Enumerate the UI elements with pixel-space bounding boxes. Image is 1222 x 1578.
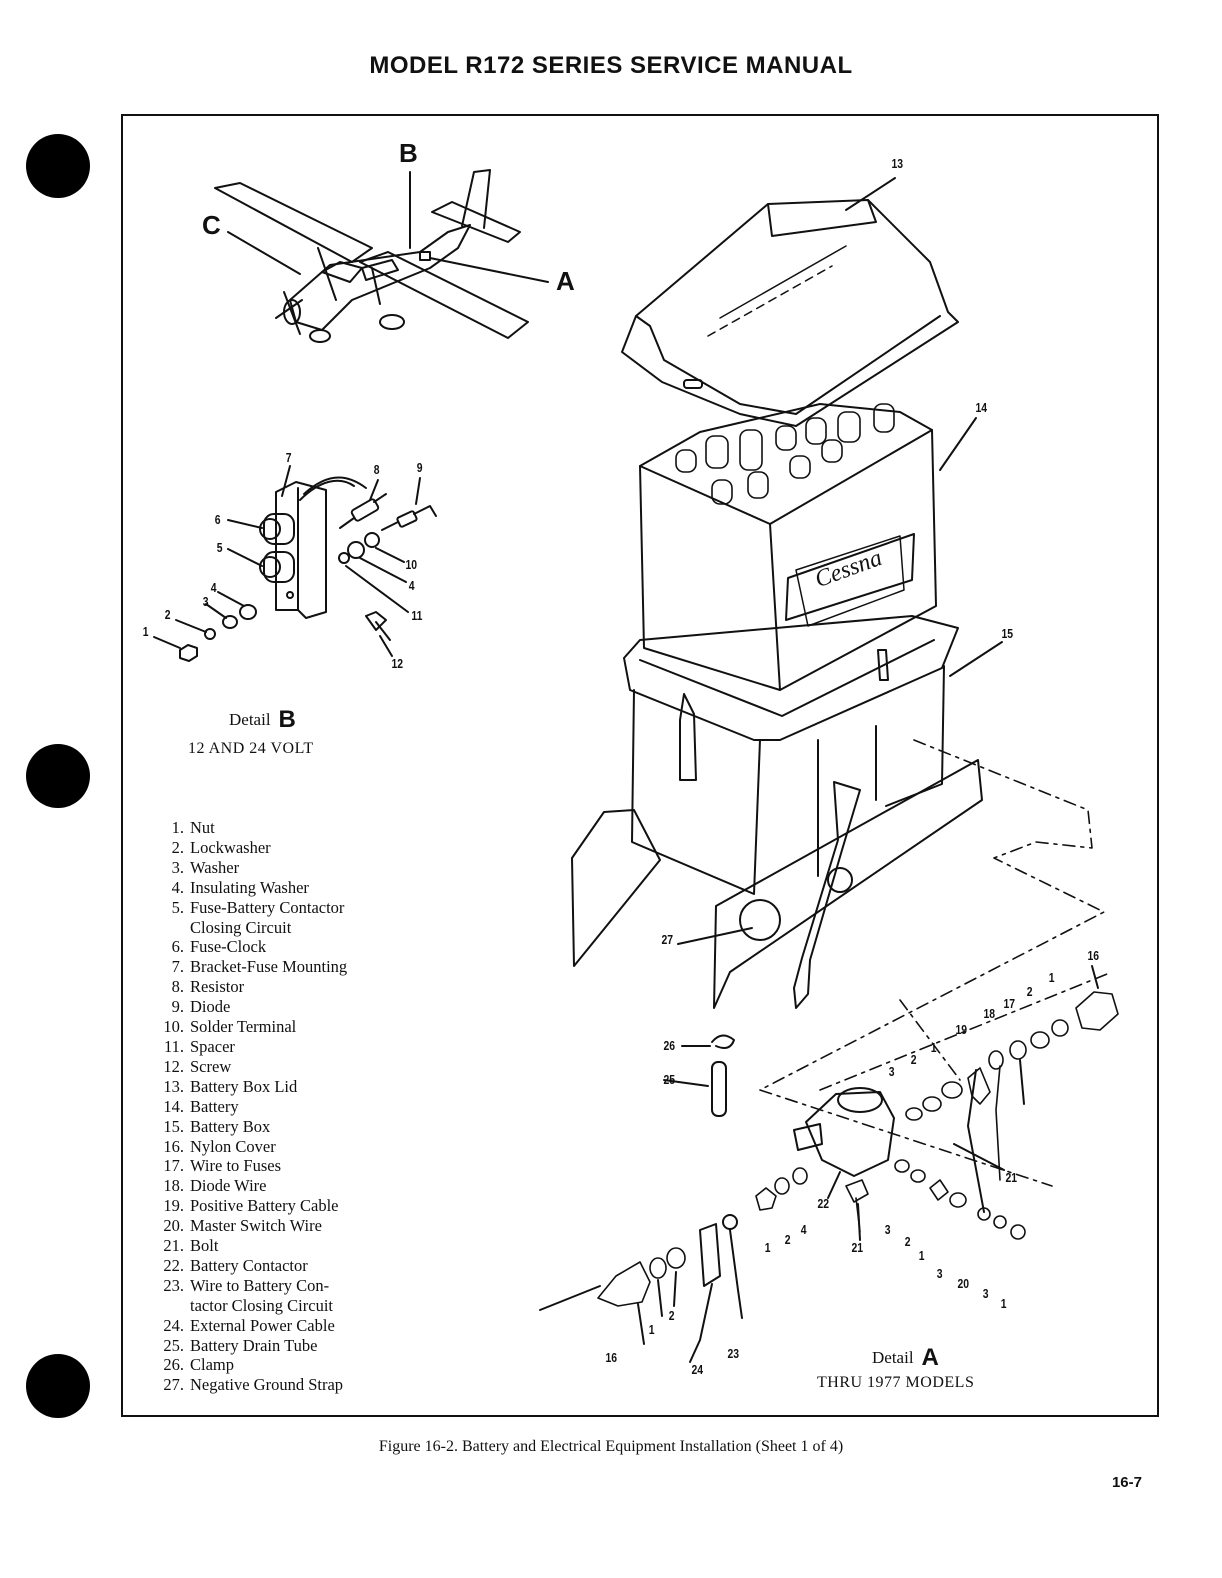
page-number: 16-7 (1111, 1474, 1142, 1491)
figure-caption: Figure 16-2. Battery and Electrical Equi… (378, 1438, 844, 1455)
list-item: 5.Fuse-Battery Contactor (171, 897, 345, 917)
callout-a-1: 1 (1000, 1296, 1007, 1311)
list-item: 18.Diode Wire (163, 1176, 267, 1196)
callout-a-3: 3 (888, 1064, 895, 1079)
page-header: MODEL R172 SERIES SERVICE MANUAL (369, 52, 853, 79)
figure-frame (121, 114, 1159, 1417)
callout-b-9: 9 (416, 460, 423, 475)
callout-a-3: 3 (982, 1286, 989, 1301)
callout-a-17: 17 (1003, 996, 1016, 1011)
list-item: Closing Circuit (190, 917, 292, 937)
list-item: 7.Bracket-Fuse Mounting (171, 957, 348, 977)
callout-b-10: 10 (405, 557, 418, 572)
callout-a-2: 2 (784, 1232, 791, 1247)
callout-b-8: 8 (373, 462, 380, 477)
callout-b-2: 2 (164, 607, 171, 622)
callout-a-2: 2 (910, 1052, 917, 1067)
callout-a-16: 16 (605, 1350, 618, 1365)
callout-a-27: 27 (661, 932, 674, 947)
callout-b-7: 7 (285, 450, 292, 465)
callout-a-1: 1 (648, 1322, 655, 1337)
callout-a-4: 4 (800, 1222, 807, 1237)
list-item: 27.Negative Ground Strap (163, 1375, 344, 1395)
callout-a-1: 1 (918, 1248, 925, 1263)
view-label-b: B (399, 138, 418, 168)
list-item: 6.Fuse-Clock (171, 937, 267, 957)
callout-b-1: 1 (142, 624, 149, 639)
callout-a-13: 13 (891, 156, 904, 171)
list-item: 10.Solder Terminal (163, 1017, 297, 1037)
view-label-c: C (202, 210, 221, 240)
list-item: 3.Washer (171, 857, 240, 877)
list-item: 12.Screw (163, 1056, 232, 1076)
view-label-a: A (556, 266, 575, 296)
list-item: 22.Battery Contactor (163, 1255, 308, 1275)
detail-b-drawing (153, 465, 437, 662)
list-item: 20.Master Switch Wire (163, 1216, 322, 1236)
callout-a-3: 3 (936, 1266, 943, 1281)
callout-a-23: 23 (727, 1346, 740, 1361)
detail-b-subtitle: 12 AND 24 VOLT (188, 740, 314, 757)
list-item: 9.Diode (171, 997, 231, 1017)
callout-a-2: 2 (668, 1308, 675, 1323)
list-item: 21.Bolt (163, 1236, 219, 1256)
parts-list: 1.Nut 2.Lockwasher 3.Washer 4.Insulating… (148, 818, 347, 1395)
binder-hole-middle (26, 744, 90, 808)
detail-a-subtitle: THRU 1977 MODELS (817, 1374, 975, 1391)
binder-hole-bottom (26, 1354, 90, 1418)
callout-b-3: 3 (202, 594, 209, 609)
callout-b-11: 11 (411, 608, 423, 623)
list-item: 4.Insulating Washer (171, 877, 309, 897)
list-item: 15.Battery Box (163, 1116, 271, 1136)
callout-a-24: 24 (691, 1362, 704, 1377)
callout-a-15: 15 (1001, 626, 1014, 641)
callout-a-18: 18 (983, 1006, 996, 1021)
callout-a-22: 22 (817, 1196, 830, 1211)
list-item: 17.Wire to Fuses (163, 1156, 281, 1176)
list-item: 13.Battery Box Lid (163, 1076, 298, 1096)
callout-a-21: 21 (1005, 1170, 1018, 1185)
callout-a-1: 1 (930, 1040, 937, 1055)
list-item: 23.Wire to Battery Con- (163, 1275, 330, 1295)
callout-a-2: 2 (904, 1234, 911, 1249)
callout-a-16: 16 (1087, 948, 1100, 963)
callout-a-20: 20 (957, 1276, 970, 1291)
callout-a-1: 1 (764, 1240, 771, 1255)
callout-a-14: 14 (975, 400, 988, 415)
list-item: 16.Nylon Cover (163, 1136, 276, 1156)
callout-a-21: 21 (851, 1240, 864, 1255)
list-item: 19.Positive Battery Cable (163, 1196, 339, 1216)
list-item: 24.External Power Cable (163, 1315, 335, 1335)
detail-a-drawing (539, 177, 1119, 1363)
callout-a-1: 1 (1048, 970, 1055, 985)
list-item: 25.Battery Drain Tube (163, 1335, 318, 1355)
callout-a-26: 26 (663, 1038, 676, 1053)
callout-a-2: 2 (1026, 984, 1033, 999)
callout-a-19: 19 (955, 1022, 968, 1037)
list-item: 1.Nut (171, 818, 215, 837)
callout-b-12: 12 (391, 656, 404, 671)
aircraft-drawing (214, 169, 549, 343)
callout-b-6: 6 (214, 512, 221, 527)
binder-hole-top (26, 134, 90, 198)
list-item: 26.Clamp (163, 1355, 234, 1375)
list-item: 14.Battery (163, 1096, 239, 1116)
list-item: 2.Lockwasher (171, 837, 271, 857)
callout-b-5: 5 (216, 540, 223, 555)
callout-a-25: 25 (663, 1072, 676, 1087)
list-item: 8.Resistor (171, 977, 245, 997)
callout-a-3: 3 (884, 1222, 891, 1237)
list-item: 11.Spacer (163, 1036, 235, 1056)
callout-b-4: 4 (408, 578, 415, 593)
list-item: tactor Closing Circuit (190, 1295, 333, 1315)
callout-b-4: 4 (210, 580, 217, 595)
